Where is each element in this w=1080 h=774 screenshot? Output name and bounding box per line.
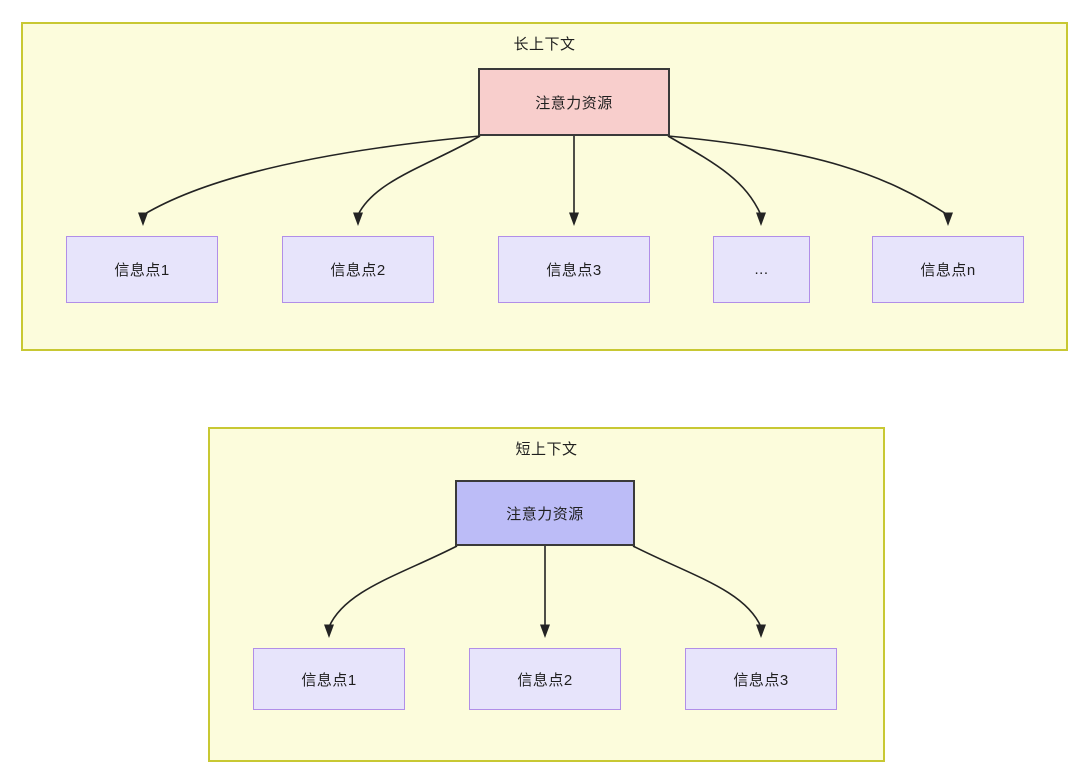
- node-info-point-short-3[interactable]: 信息点3: [685, 648, 837, 710]
- node-label: 注意力资源: [535, 94, 613, 112]
- node-label: ...: [754, 261, 769, 278]
- node-attention-resource-short[interactable]: 注意力资源: [455, 480, 635, 546]
- node-label: 信息点3: [733, 671, 789, 689]
- node-attention-resource-long[interactable]: 注意力资源: [478, 68, 670, 136]
- node-info-point-long-3[interactable]: 信息点3: [498, 236, 650, 303]
- panel-short-context-title: 短上下文: [515, 441, 578, 458]
- node-info-point-short-2[interactable]: 信息点2: [469, 648, 621, 710]
- node-info-point-short-1[interactable]: 信息点1: [253, 648, 405, 710]
- node-info-point-long-n[interactable]: 信息点n: [872, 236, 1024, 303]
- node-label: 信息点2: [517, 671, 573, 689]
- node-label: 信息点1: [301, 671, 357, 689]
- panel-long-context-title: 长上下文: [513, 36, 576, 53]
- node-info-point-long-1[interactable]: 信息点1: [66, 236, 218, 303]
- node-label: 信息点3: [546, 262, 602, 279]
- node-label: 信息点2: [330, 262, 386, 279]
- node-info-point-long-ellipsis[interactable]: ...: [713, 236, 810, 303]
- node-label: 信息点1: [114, 262, 170, 279]
- panel-short-context: 短上下文: [208, 427, 885, 762]
- node-info-point-long-2[interactable]: 信息点2: [282, 236, 434, 303]
- node-label: 信息点n: [920, 262, 976, 279]
- node-label: 注意力资源: [506, 505, 584, 523]
